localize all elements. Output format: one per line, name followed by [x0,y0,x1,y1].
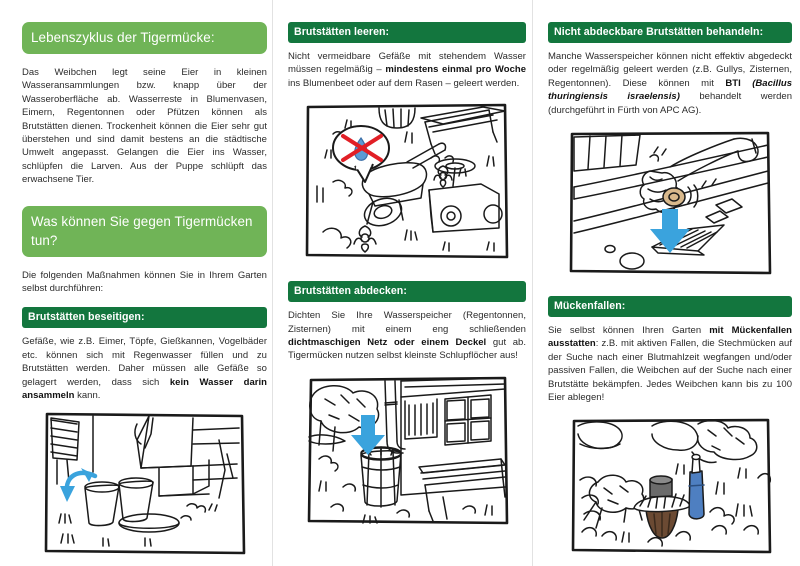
text-emphasis-italic: (Bacillus thuringiensis israelensis) [548,77,792,103]
street-drain-illustration [566,129,774,278]
paragraph-brutstaetten-abdecken: Dichten Sie Ihre Wasserspeicher (Regento… [288,309,526,363]
text-emphasis: kein Wasser darin ansammeln [22,376,267,402]
text-emphasis: BTI [725,77,741,89]
subheading-brutstaetten-beseitigen: Brutstätten beseitigen: [22,307,267,329]
subheading-mueckenfallen: Mückenfallen: [548,296,792,318]
paragraph-massnahmen: Die folgenden Maßnahmen können Sie in Ih… [22,269,267,295]
text-run: gut ab. Tigermücken nutzen selbst kleins… [288,337,526,362]
subheading-nicht-abdeckbare-behandeln: Nicht abdeckbare Brutstätten behandeln: [548,22,792,43]
paragraph-bti-behandlung: Manche Wasserspeicher können nicht effek… [548,50,792,117]
text-run: Manche Wasserspeicher können nicht effek… [548,51,792,89]
text-run: Nicht vermeidbare Gefäße mit stehendem W… [288,51,526,76]
paragraph-lebenszyklus: Das Weibchen legt seine Eier in kleinen … [22,67,267,186]
heading-lebenszyklus: Lebenszyklus der Tigermücke: [22,22,267,54]
rain-barrel-illustration [304,374,510,527]
upturned-buckets-illustration [40,409,249,558]
text-emphasis: mit Mückenfallen ausstatten [548,325,792,350]
paragraph-mueckenfallen: Sie selbst können Ihren Garten mit Mücke… [548,324,792,404]
fold-line-right [532,0,533,566]
paragraph-brutstaetten-leeren: Nicht vermeidbare Gefäße mit stehendem W… [288,50,526,90]
subheading-brutstaetten-abdecken: Brutstätten abdecken: [288,281,526,303]
text-run: Gefäße, wie z.B. Eimer, Töpfe, Gießkanne… [22,336,267,388]
heading-was-koennen-sie-tun: Was können Sie gegen Tigermücken tun? [22,205,267,257]
mosquito-trap-illustration [567,416,773,557]
text-run: Sie selbst können Ihren Garten [548,325,710,337]
text-run: : z.B. mit aktiven Fallen, die Stechmück… [548,338,792,404]
column-two: Brutstätten leeren: Nicht vermeidbare Ge… [288,0,526,566]
text-emphasis: dichtmaschigen Netz oder einem Deckel [288,337,487,349]
text-run: behandelt werden (durchgeführt in Fürth … [548,91,792,116]
text-run: Dichten Sie Ihre Wasserspeicher (Regento… [288,310,526,335]
text-run: ins Blumenbeet oder auf dem Rasen – gele… [288,77,520,89]
text-run: kann. [74,390,101,402]
fold-line-left [272,0,273,566]
text-emphasis: mindestens einmal pro Woche [385,64,526,76]
column-one: Lebenszyklus der Tigermücke: Das Weibche… [22,0,267,566]
column-three: Nicht abdeckbare Brutstätten behandeln: … [548,0,792,566]
wheelbarrow-illustration [303,102,511,263]
subheading-brutstaetten-leeren: Brutstätten leeren: [288,22,526,43]
paragraph-brutstaetten-beseitigen: Gefäße, wie z.B. Eimer, Töpfe, Gießkanne… [22,335,267,402]
